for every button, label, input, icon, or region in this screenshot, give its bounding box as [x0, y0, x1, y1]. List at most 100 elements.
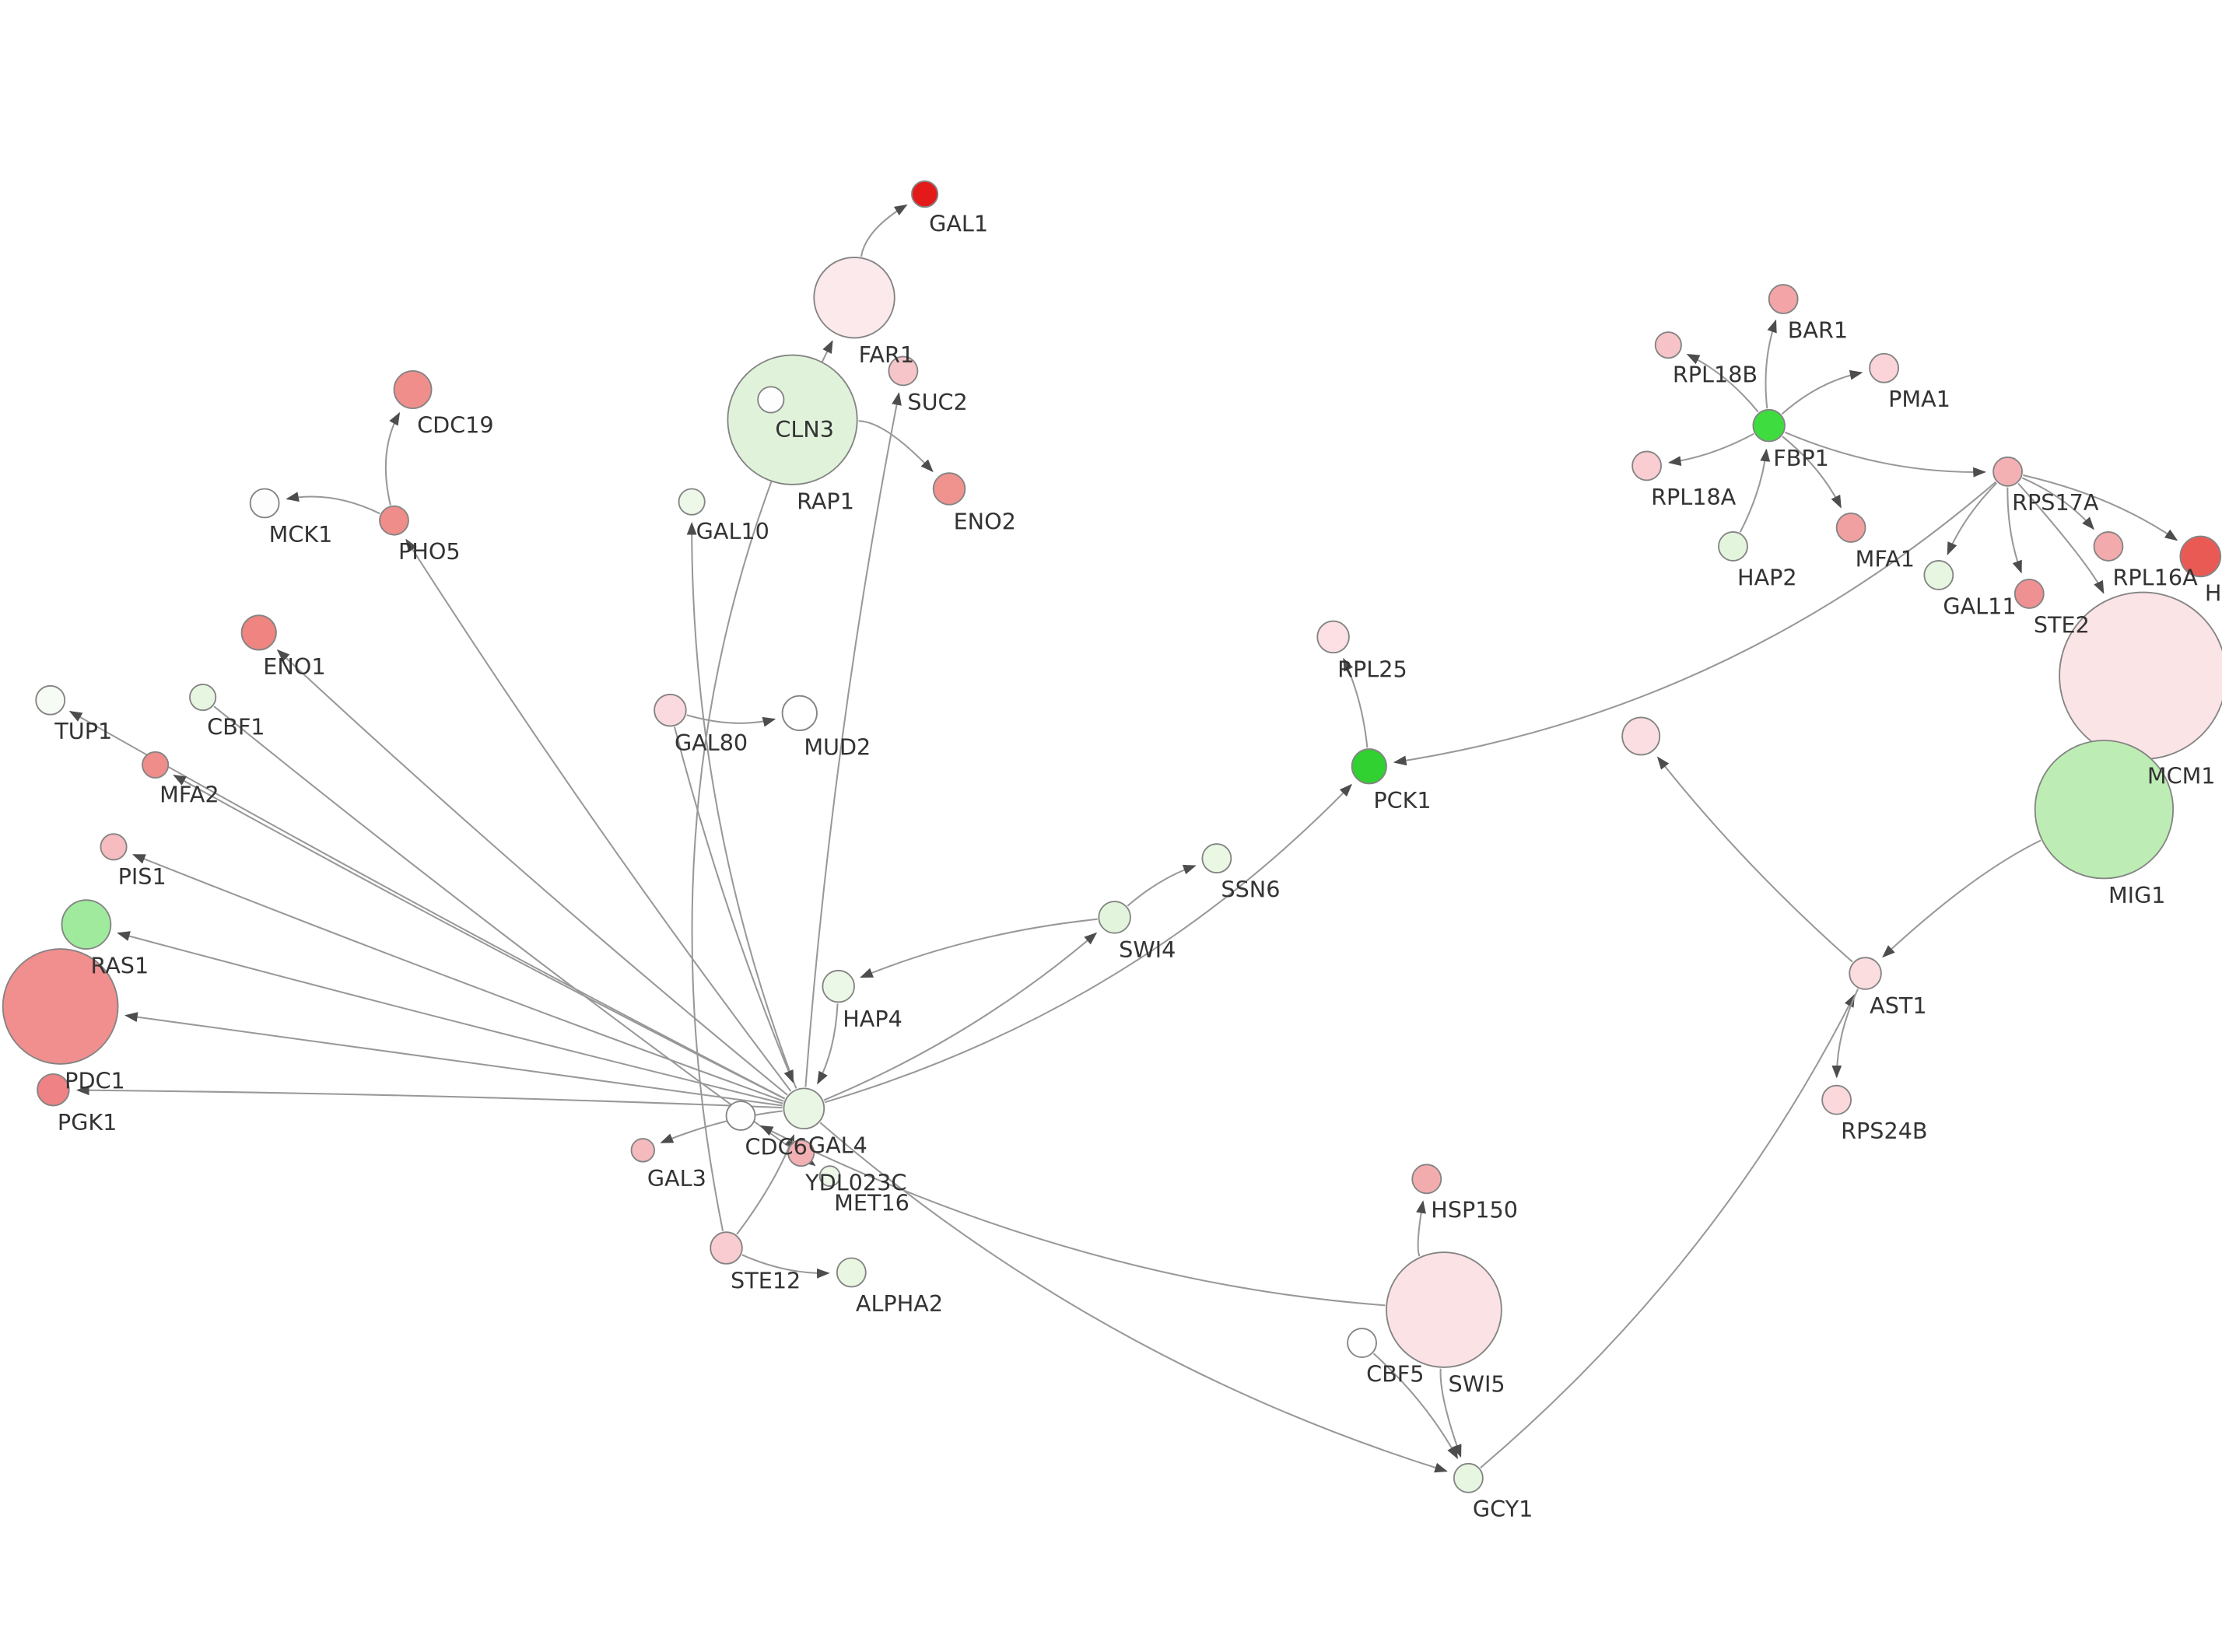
- edge-RPS17A-STE2[interactable]: [2006, 487, 2022, 574]
- edge-FBP1-RPL18B[interactable]: [1686, 353, 1759, 413]
- edge-SWI4-HAP4[interactable]: [860, 918, 1098, 978]
- edge-GAL4-PHO5[interactable]: [405, 538, 792, 1092]
- node-MCK1[interactable]: [249, 488, 280, 519]
- node-ENO1[interactable]: [240, 614, 277, 651]
- node-MFA2[interactable]: [142, 751, 170, 779]
- edge-GAL80-GAL4[interactable]: [673, 726, 794, 1083]
- node-GAL80[interactable]: [654, 693, 687, 727]
- edge-CBF1-MET16[interactable]: [213, 705, 816, 1167]
- edge-GAL4-SUC2[interactable]: [804, 392, 902, 1087]
- edge-GAL4-SWI4[interactable]: [823, 932, 1098, 1101]
- node-CDC6[interactable]: [725, 1101, 756, 1131]
- edge-STE12-ALPHA2[interactable]: [741, 1254, 830, 1279]
- node-RPS17A[interactable]: [1992, 456, 2023, 487]
- edge-RPS17A-GAL11[interactable]: [1947, 482, 1998, 555]
- edge-AST1-RPS24B[interactable]: [1831, 989, 1859, 1079]
- node-BAR1[interactable]: [1768, 284, 1799, 314]
- node-GCY1[interactable]: [1453, 1462, 1484, 1493]
- edge-GAL4-ENO1[interactable]: [276, 649, 788, 1096]
- node-GAL1[interactable]: [911, 180, 939, 208]
- edge-GAL4-PCK1[interactable]: [824, 783, 1352, 1104]
- node-RPL18B[interactable]: [1654, 331, 1682, 359]
- edge-GAL4-MFA2[interactable]: [173, 775, 786, 1100]
- edge-CBF5-GCY1[interactable]: [1372, 1353, 1459, 1460]
- edge-SWI5-HSP150[interactable]: [1416, 1200, 1426, 1257]
- edge-GAL4-PIS1[interactable]: [132, 854, 784, 1102]
- node-PDC1[interactable]: [2, 948, 119, 1065]
- node-CDC19[interactable]: [393, 370, 433, 409]
- node-PIS1[interactable]: [100, 833, 128, 861]
- node-STE2[interactable]: [2013, 579, 2045, 609]
- node-RPL25[interactable]: [1316, 620, 1350, 654]
- edge-PHO5-MCK1[interactable]: [286, 492, 380, 515]
- node-RPL18A[interactable]: [1631, 450, 1662, 481]
- node-label-RAP1: RAP1: [797, 488, 854, 514]
- edge-PHO5-CDC19[interactable]: [384, 411, 401, 506]
- edge-RAP1-ENO2[interactable]: [858, 420, 934, 473]
- edge-GAL4-GAL3[interactable]: [660, 1110, 783, 1143]
- edge-SWI5-GCY1[interactable]: [1439, 1368, 1462, 1458]
- node-ALPHA2[interactable]: [836, 1257, 867, 1288]
- edge-RPS17A-PCK1[interactable]: [1393, 481, 1996, 766]
- node-ENO2[interactable]: [932, 472, 966, 506]
- edge-FBP1-RPS17A[interactable]: [1784, 431, 1986, 478]
- node-CLN3[interactable]: [757, 386, 785, 414]
- node-MFA1[interactable]: [1835, 513, 1866, 543]
- edge-GAL4-TUP1[interactable]: [68, 710, 786, 1100]
- node-MUD2[interactable]: [781, 695, 818, 731]
- edge-HAP2-FBP1[interactable]: [1739, 448, 1771, 533]
- node-HSP150[interactable]: [1411, 1164, 1442, 1195]
- node-PMA1[interactable]: [1869, 352, 1900, 383]
- node-RAS1[interactable]: [61, 899, 112, 950]
- node-FAR1[interactable]: [813, 256, 895, 339]
- edge-SWI5-CDC6[interactable]: [759, 1125, 1386, 1307]
- node-GAL10[interactable]: [678, 488, 706, 516]
- node-PCK1[interactable]: [1351, 748, 1387, 785]
- edge-GAL4-GAL10[interactable]: [686, 522, 797, 1089]
- edge-FBP1-PMA1[interactable]: [1781, 369, 1863, 415]
- edge-MIG1-AST1[interactable]: [1882, 839, 2042, 958]
- node-FBP1[interactable]: [1752, 408, 1786, 443]
- node-AST1[interactable]: [1849, 957, 1882, 990]
- node-HIS4[interactable]: [2179, 535, 2222, 578]
- node-HAP2[interactable]: [1718, 531, 1748, 562]
- edge-FBP1-BAR1[interactable]: [1765, 319, 1777, 409]
- edge-SWI4-SSN6[interactable]: [1127, 864, 1197, 907]
- node-NODE1[interactable]: [1621, 716, 1661, 756]
- edge-FBP1-MFA1[interactable]: [1782, 436, 1842, 509]
- node-SWI4[interactable]: [1098, 901, 1131, 934]
- node-RPL16A[interactable]: [2093, 531, 2124, 562]
- node-SSN6[interactable]: [1201, 843, 1232, 874]
- edge-FAR1-GAL1[interactable]: [860, 204, 908, 257]
- edge-HAP4-GAL4[interactable]: [817, 1003, 839, 1085]
- node-HAP4[interactable]: [822, 969, 855, 1003]
- node-GAL4[interactable]: [783, 1087, 825, 1130]
- node-SUC2[interactable]: [888, 355, 919, 387]
- node-STE12[interactable]: [710, 1231, 743, 1265]
- node-MET16[interactable]: [818, 1165, 841, 1187]
- node-PHO5[interactable]: [379, 505, 409, 536]
- node-GAL3[interactable]: [630, 1138, 656, 1163]
- node-YDL023C[interactable]: [787, 1139, 815, 1167]
- node-TUP1[interactable]: [35, 684, 66, 716]
- edge-GAL80-MUD2[interactable]: [686, 714, 776, 727]
- edge-RPS17A-MCM1[interactable]: [2017, 482, 2105, 594]
- edge-AST1-NODE1[interactable]: [1656, 756, 1853, 963]
- edge-PCK1-RPL25[interactable]: [1343, 657, 1369, 748]
- node-MIG1[interactable]: [2034, 740, 2175, 880]
- edge-GAL4-RAS1[interactable]: [117, 931, 783, 1104]
- node-RAP1[interactable]: [727, 354, 858, 485]
- node-GAL11[interactable]: [1923, 560, 1954, 590]
- node-RPS24B[interactable]: [1821, 1084, 1852, 1115]
- node-PGK1[interactable]: [37, 1073, 70, 1107]
- node-CBF5[interactable]: [1347, 1328, 1377, 1358]
- edge-GAL4-PGK1[interactable]: [75, 1085, 783, 1109]
- edge-GCY1-AST1[interactable]: [1480, 993, 1856, 1468]
- edge-GAL4-PDC1[interactable]: [124, 1012, 783, 1107]
- edge-RPS17A-HIS4[interactable]: [2023, 474, 2178, 541]
- node-CBF1[interactable]: [189, 683, 217, 712]
- node-SWI5[interactable]: [1386, 1251, 1502, 1368]
- edge-FBP1-RPL18A[interactable]: [1667, 432, 1754, 467]
- edge-RPS17A-RPL16A[interactable]: [2021, 477, 2094, 530]
